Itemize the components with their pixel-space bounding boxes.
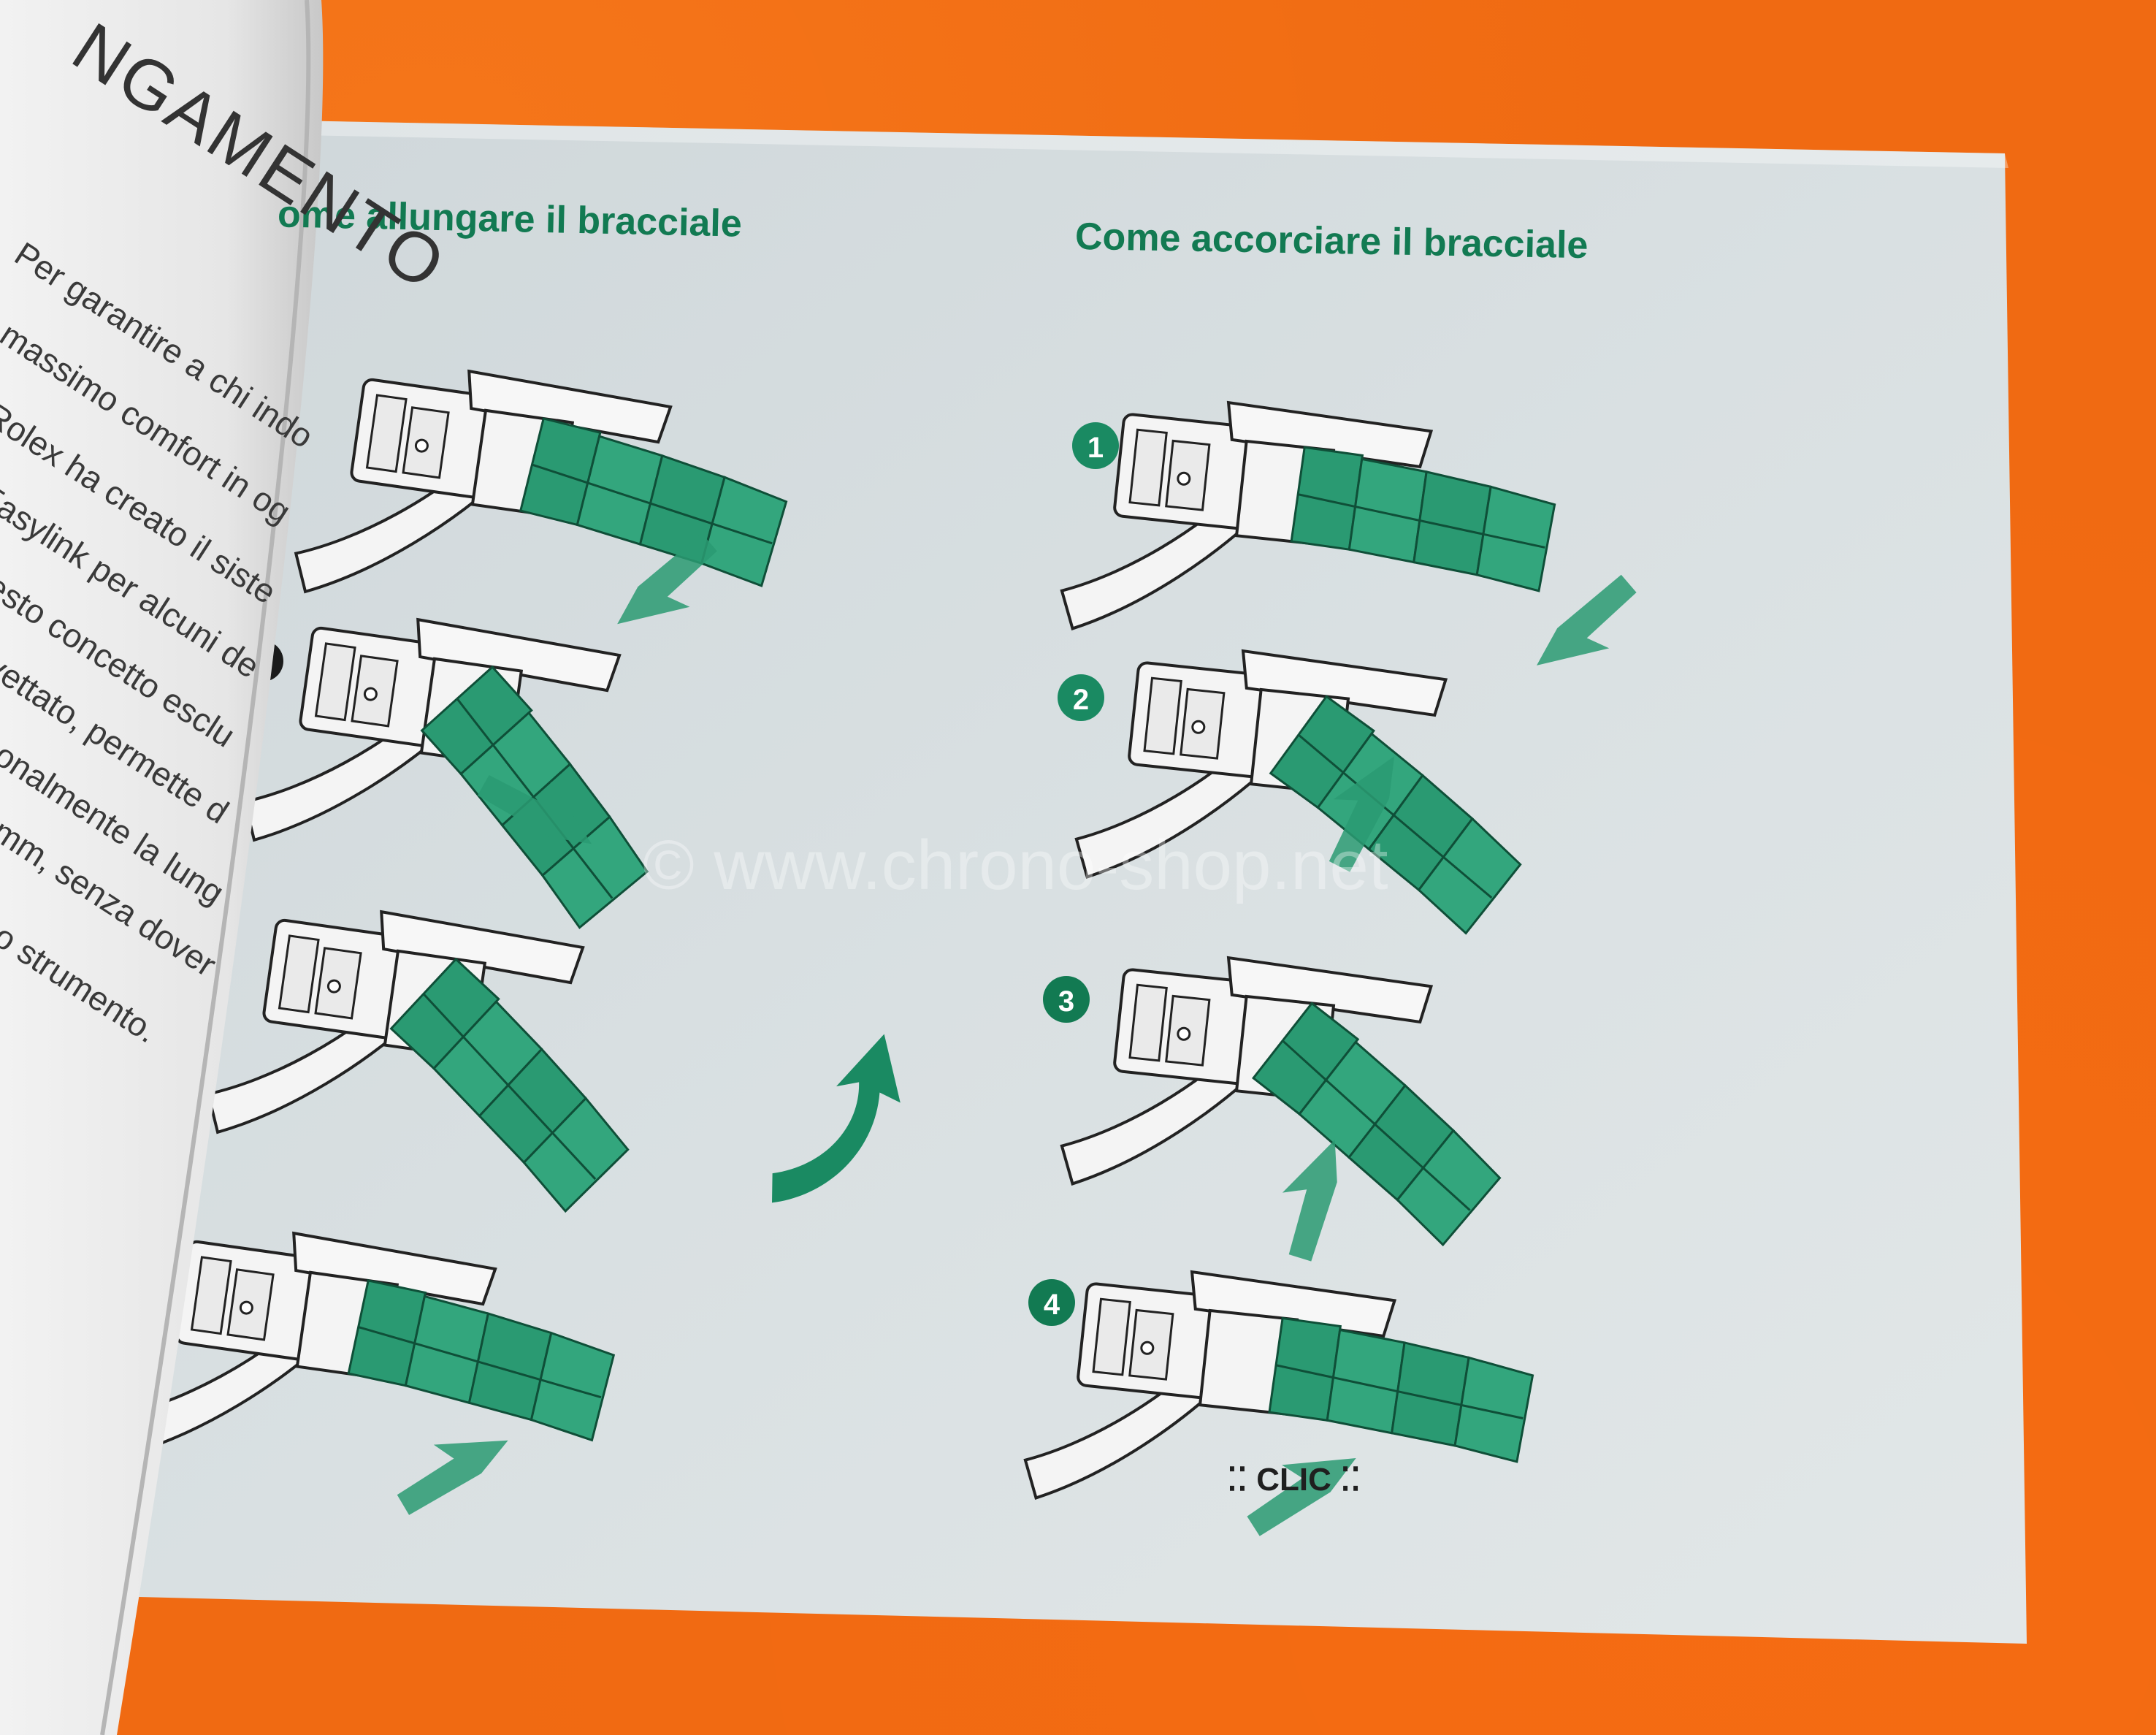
lengthen-step-3-illustration: [202, 890, 901, 1215]
click-sound-right-icon: ⁚⁚: [1331, 1462, 1361, 1498]
booklet-left-page: [0, 0, 324, 1735]
watermark: © www.chrono-shop.net: [643, 826, 1388, 904]
svg-text:2: 2: [1073, 684, 1089, 716]
step-badge-right-2: 2: [1058, 674, 1104, 721]
shorten-title: Come accorciare il bracciale: [1074, 215, 1589, 267]
click-label: ⁚⁚ CLIC ⁚⁚: [1227, 1461, 1361, 1498]
svg-text:1: 1: [1087, 432, 1104, 464]
svg-text:3: 3: [1058, 985, 1074, 1018]
step-badge-right-1: 1: [1072, 422, 1119, 469]
click-sound-left-icon: ⁚⁚: [1227, 1462, 1257, 1498]
click-text: CLIC: [1256, 1462, 1331, 1498]
svg-text:4: 4: [1044, 1289, 1060, 1321]
step-badge-right-3: 3: [1043, 976, 1090, 1023]
step-badge-right-4: 4: [1028, 1279, 1075, 1326]
